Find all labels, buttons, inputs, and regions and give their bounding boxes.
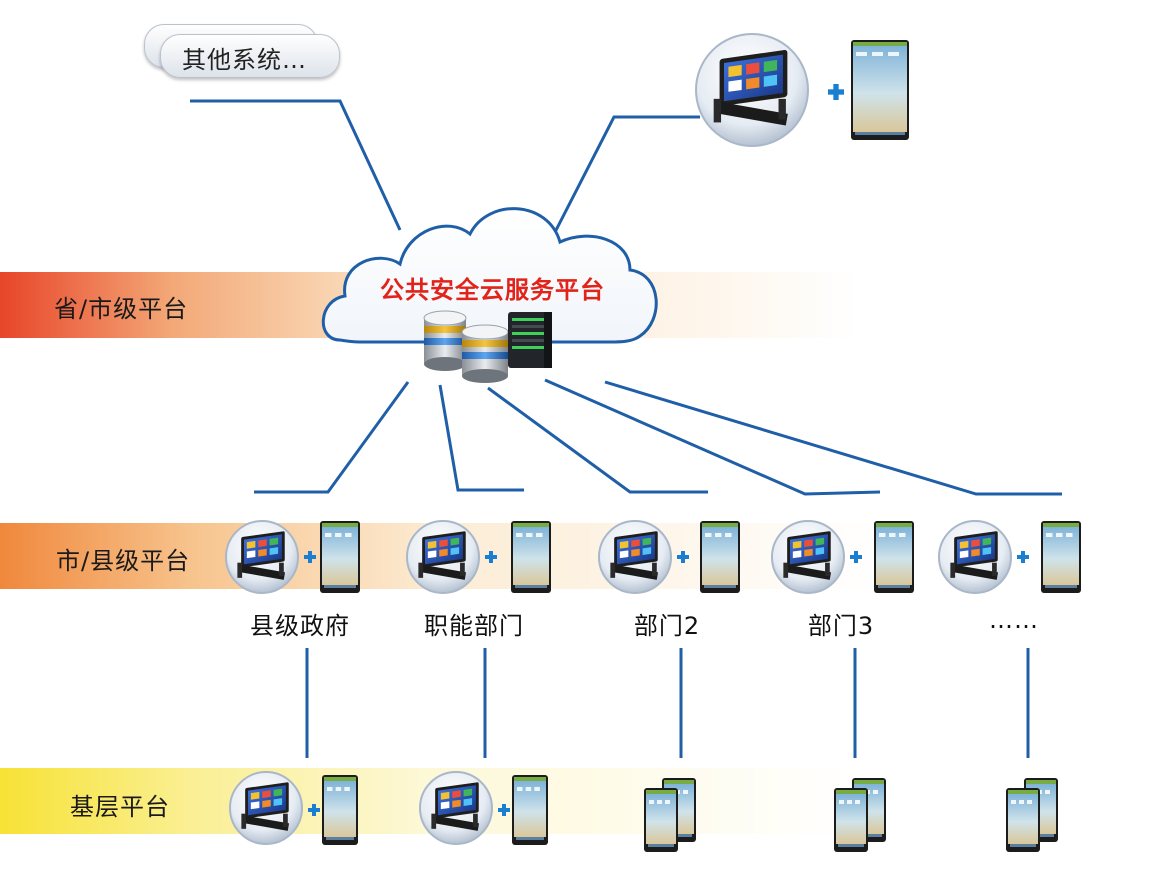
grassroots-workstation-1[interactable] [229,771,303,845]
grassroots-phone-1[interactable] [322,775,358,845]
county-phone-3[interactable] [700,521,740,593]
grassroots-workstation-2[interactable] [419,771,493,845]
connector-functional-dept [438,384,524,492]
node-label-2: 职能部门 [424,612,524,640]
label-grassroots: 基层平台 [70,793,170,821]
plus-icon [485,551,497,563]
connector-county-gov [254,381,410,494]
node-label-4: 部门3 [807,612,875,640]
connector-lines [190,99,1062,758]
database-server-icon [461,324,509,383]
county-workstation-5[interactable] [938,520,1012,594]
county-workstation-1[interactable] [225,520,299,594]
plus-icon [850,551,862,563]
connector-top-terminal [550,115,700,239]
county-phone-4[interactable] [874,521,914,593]
plus-icon [828,84,844,100]
devices-layer [225,33,1081,852]
plus-icon [1017,551,1029,563]
cloud-platform-title: 公共安全云服务平台 [380,276,605,304]
other-systems-label: 其他系统… [182,46,307,74]
other-systems-pill[interactable] [160,34,340,78]
top-terminal-phone[interactable] [851,40,909,140]
node-label-3: 部门2 [633,612,701,640]
connector-dept-3 [544,378,881,496]
county-workstation-3[interactable] [598,520,672,594]
label-city-county: 市/县级平台 [56,547,191,575]
top-terminal-workstation[interactable] [695,33,809,147]
county-workstation-2[interactable] [406,520,480,594]
label-province-city: 省/市级平台 [54,295,189,323]
grassroots-phone-front-4[interactable] [834,788,868,852]
connector-dept-2 [487,386,708,494]
connector-other-systems [190,99,402,231]
rack-server-icon [508,312,552,368]
grassroots-phone-front-3[interactable] [644,788,678,852]
county-phone-2[interactable] [511,521,551,593]
cloud-icon [321,207,658,344]
plus-icon [304,551,316,563]
plus-icon [308,804,320,816]
plus-icon [498,804,510,816]
connector-more [604,380,1062,496]
grassroots-phone-2[interactable] [512,775,548,845]
county-workstation-4[interactable] [771,520,845,594]
node-label-1: 县级政府 [250,612,350,640]
county-phone-5[interactable] [1041,521,1081,593]
county-phone-1[interactable] [320,521,360,593]
database-server-icon [423,310,467,371]
node-label-5: …… [989,606,1039,634]
plus-icon [677,551,689,563]
grassroots-phone-front-5[interactable] [1006,788,1040,852]
